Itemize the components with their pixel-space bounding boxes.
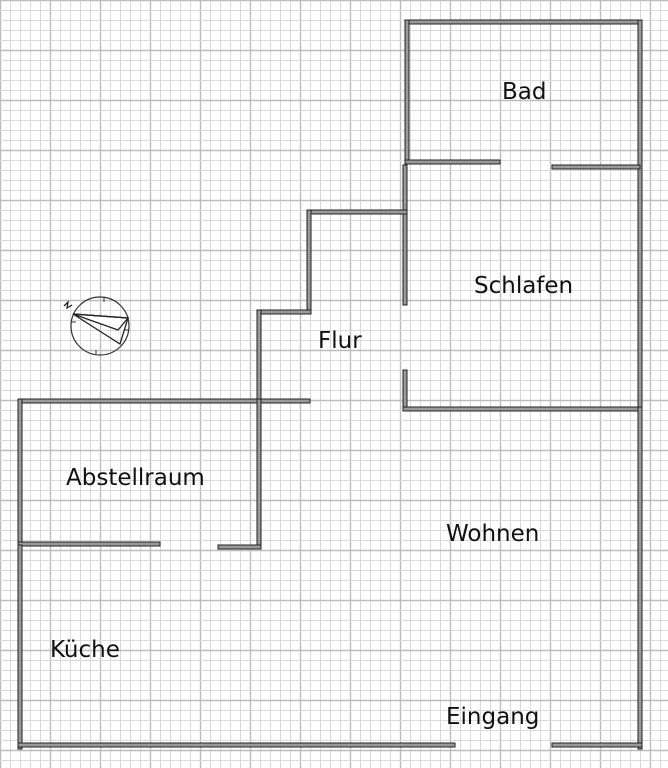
wall-step-upper-vertical[interactable] [306,209,312,314]
room-labels: Bad Schlafen Flur Abstellraum Wohnen Küc… [50,79,573,730]
wall-abstellraum-bottom-left[interactable] [17,541,161,547]
room-label-eingang: Eingang [446,704,539,730]
room-label-schlafen: Schlafen [474,273,573,299]
room-label-bad: Bad [502,79,546,105]
wall-abstellraum-bottom-right[interactable] [217,544,262,550]
wall-right-outer[interactable] [637,19,643,411]
room-label-kueche: Küche [50,637,120,663]
wall-abstellraum-top[interactable] [17,398,311,404]
wall-abstellraum-right[interactable] [256,398,262,550]
wall-bottom-left[interactable] [17,742,456,748]
compass-icon [63,296,130,356]
wall-step-top[interactable] [306,209,408,215]
room-label-abstellraum: Abstellraum [66,465,205,491]
wall-schlafen-bottom[interactable] [402,406,643,412]
wall-bad-bottom-right[interactable] [551,164,641,170]
wall-abstellraum-left[interactable] [17,398,23,546]
wall-kueche-left[interactable] [17,544,23,750]
wall-bottom-right[interactable] [551,742,643,748]
wall-bad-top[interactable] [404,19,642,25]
wall-step-lower-vertical[interactable] [256,309,262,403]
wall-bad-bottom-left[interactable] [404,159,501,165]
room-label-wohnen: Wohnen [446,521,539,547]
room-label-flur: Flur [318,328,362,354]
wall-bad-left[interactable] [404,19,410,161]
wall-schlafen-left-lower[interactable] [402,369,408,411]
walls [17,19,643,750]
wall-schlafen-left-upper[interactable] [402,164,408,306]
wall-right-lower[interactable] [637,406,643,750]
wall-step-middle[interactable] [256,309,312,315]
